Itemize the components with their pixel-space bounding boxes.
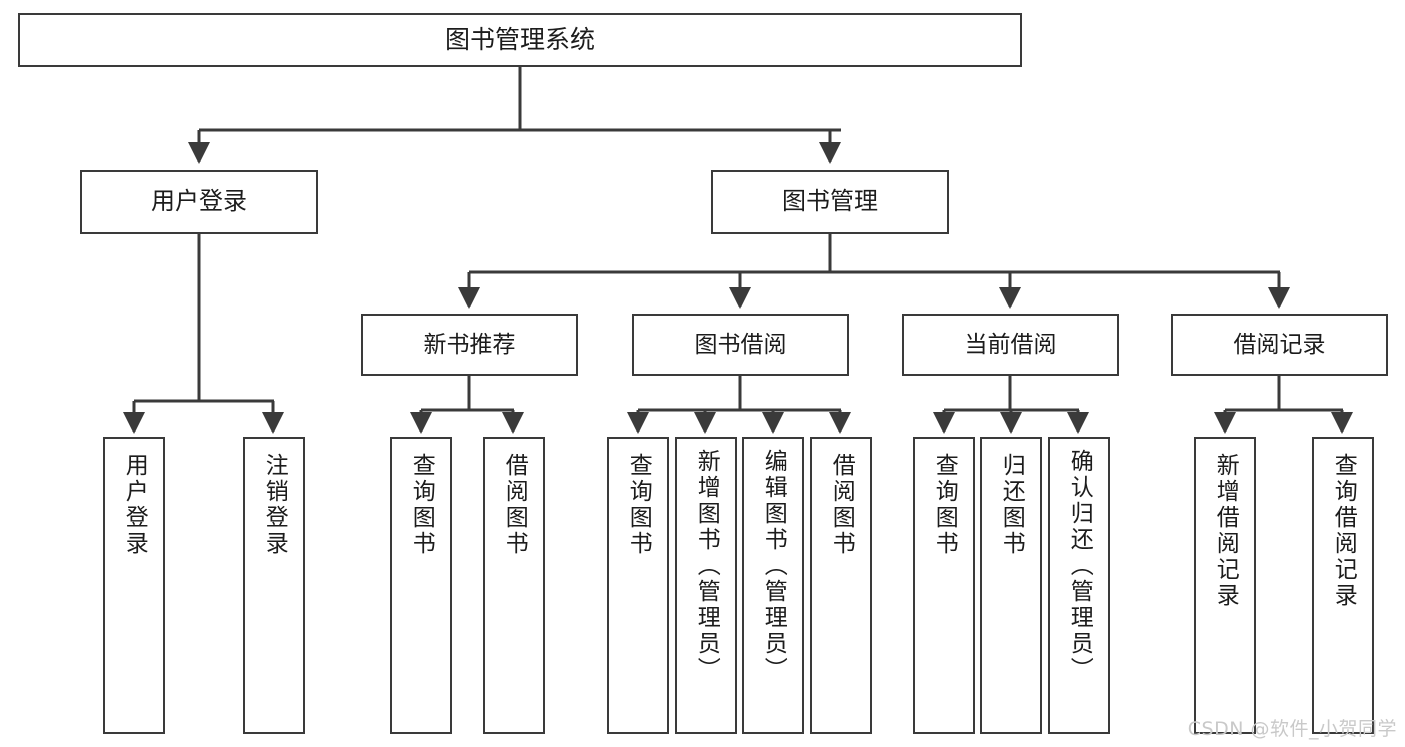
node-new-book-recommend[interactable]: 新书推荐 [361,314,578,376]
node-label: 查询图书 [408,453,435,557]
leaf-add-borrow-record[interactable]: 新增借阅记录 [1194,437,1256,734]
node-book-borrow[interactable]: 图书借阅 [632,314,849,376]
node-current-borrow[interactable]: 当前借阅 [902,314,1119,376]
node-label: 新书推荐 [423,331,516,358]
node-label: 当前借阅 [964,331,1057,358]
leaf-logout-login[interactable]: 注销登录 [243,437,305,734]
node-label: 编辑图书（管理员） [760,449,787,683]
node-label: 查询图书 [931,453,958,557]
leaf-confirm-return-admin[interactable]: 确认归还（管理员） [1048,437,1110,734]
leaf-query-borrow-record[interactable]: 查询借阅记录 [1312,437,1374,734]
node-label: 借阅图书 [501,453,528,557]
watermark: CSDN @软件_小贺同学 [1187,718,1397,740]
leaf-add-book-admin[interactable]: 新增图书（管理员） [675,437,737,734]
node-label: 用户登录 [121,453,148,557]
node-label: 用户登录 [151,187,247,216]
leaf-borrow-book-recommend[interactable]: 借阅图书 [483,437,545,734]
leaf-query-book-current[interactable]: 查询图书 [913,437,975,734]
leaf-user-login[interactable]: 用户登录 [103,437,165,734]
node-label: 图书管理 [782,187,878,216]
node-label: 借阅图书 [828,453,855,557]
node-label: 借阅记录 [1233,331,1326,358]
node-label: 确认归还（管理员） [1066,449,1093,683]
leaf-edit-book-admin[interactable]: 编辑图书（管理员） [742,437,804,734]
node-user-login[interactable]: 用户登录 [80,170,318,234]
node-book-management[interactable]: 图书管理 [711,170,949,234]
node-label: 新增借阅记录 [1212,453,1239,609]
node-root-system[interactable]: 图书管理系统 [18,13,1022,67]
node-label: 图书借阅 [694,331,787,358]
node-label: 新增图书（管理员） [693,449,720,683]
leaf-query-book-recommend[interactable]: 查询图书 [390,437,452,734]
leaf-return-book[interactable]: 归还图书 [980,437,1042,734]
node-label: 图书管理系统 [444,24,595,54]
node-label: 归还图书 [998,453,1025,557]
node-label: 注销登录 [261,453,288,557]
node-label: 查询图书 [625,453,652,557]
node-label: 查询借阅记录 [1330,453,1357,609]
leaf-query-book-borrow[interactable]: 查询图书 [607,437,669,734]
node-borrow-record[interactable]: 借阅记录 [1171,314,1388,376]
leaf-borrow-book[interactable]: 借阅图书 [810,437,872,734]
